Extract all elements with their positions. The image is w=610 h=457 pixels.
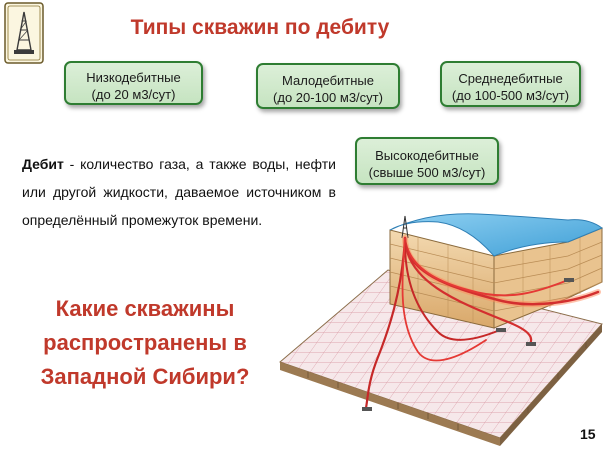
category-box-small-yield: Малодебитные (до 20-100 м3/сут) (256, 63, 400, 109)
category-box-high-yield: Высокодебитные (свыше 500 м3/сут) (355, 137, 499, 185)
category-range: (свыше 500 м3/сут) (368, 165, 486, 180)
category-range: (до 20 м3/сут) (91, 87, 176, 102)
question-text: Какие скважины распространены в Западной… (40, 296, 250, 389)
category-name: Низкодебитные (86, 70, 181, 85)
definition-paragraph: Дебит - количество газа, а также воды, н… (22, 150, 336, 234)
definition-text: - количество газа, а также воды, нефти и… (22, 156, 336, 228)
oil-derrick-seal-icon (4, 2, 44, 64)
category-range: (до 20-100 м3/сут) (273, 90, 383, 105)
page-title: Типы скважин по дебиту (130, 16, 390, 39)
category-range: (до 100-500 м3/сут) (451, 88, 570, 103)
category-box-medium-yield: Среднедебитные (до 100-500 м3/сут) (440, 61, 581, 107)
well-trajectories-3d-illustration (279, 213, 604, 446)
category-name: Высокодебитные (375, 148, 479, 163)
definition-term: Дебит (22, 156, 64, 172)
category-name: Малодебитные (282, 73, 374, 88)
category-name: Среднедебитные (458, 71, 563, 86)
page-number: 15 (580, 426, 596, 442)
category-box-low-yield: Низкодебитные (до 20 м3/сут) (64, 61, 203, 105)
